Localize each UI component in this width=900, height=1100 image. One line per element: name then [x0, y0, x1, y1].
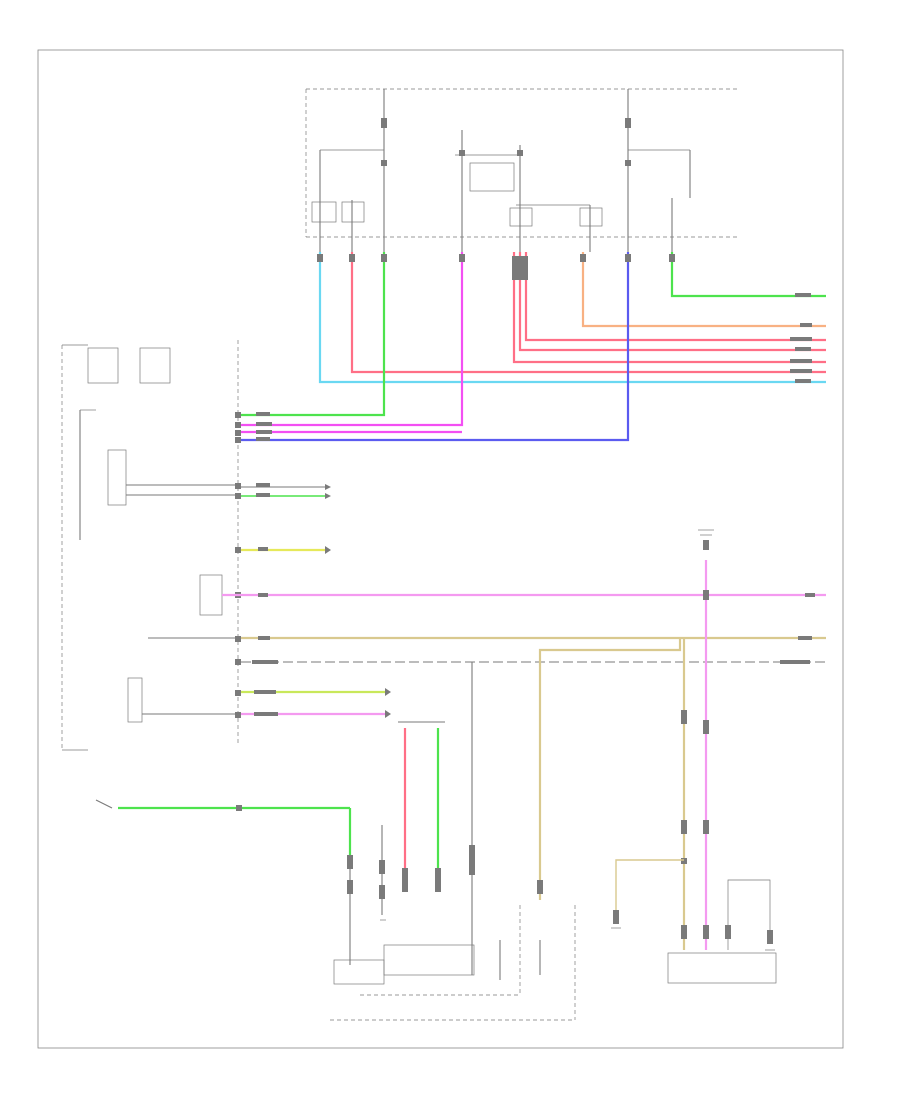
wire-orange: [581, 252, 826, 328]
ground-symbols: [380, 529, 775, 951]
wire-green-top: [670, 252, 826, 298]
relay-box: [305, 88, 740, 252]
wire-gray-loop: [725, 879, 773, 950]
right-edge-markers: [780, 293, 815, 664]
module-wire-markers: [252, 412, 278, 716]
top-wire-markers: [317, 254, 675, 280]
wire-tan-vertical: [537, 638, 682, 900]
wire-gray-down-left: [379, 825, 385, 915]
wire-green-down: [435, 728, 441, 892]
wire-red-1: [350, 252, 826, 374]
wire-right-verticals: [681, 540, 709, 950]
control-module-boundary: [61, 340, 239, 751]
wire-cyan: [318, 252, 826, 384]
wire-gray-switch: [126, 484, 325, 496]
diagram-frame: [37, 49, 844, 1049]
wire-red-2: [512, 252, 826, 364]
arrow-connector-1: [325, 484, 331, 490]
bottom-components: [330, 905, 777, 1021]
wire-gray-vertical: [469, 662, 475, 975]
wire-green-module: [241, 252, 386, 417]
wire-tan-spur: [613, 859, 684, 924]
wire-blue: [241, 252, 630, 442]
wire-yellow-stub: [241, 546, 331, 554]
arrow-connector-2: [325, 493, 331, 499]
wire-red-down: [398, 721, 445, 892]
wire-magenta-module: [241, 252, 464, 434]
wire-green-bottom: [95, 799, 353, 965]
